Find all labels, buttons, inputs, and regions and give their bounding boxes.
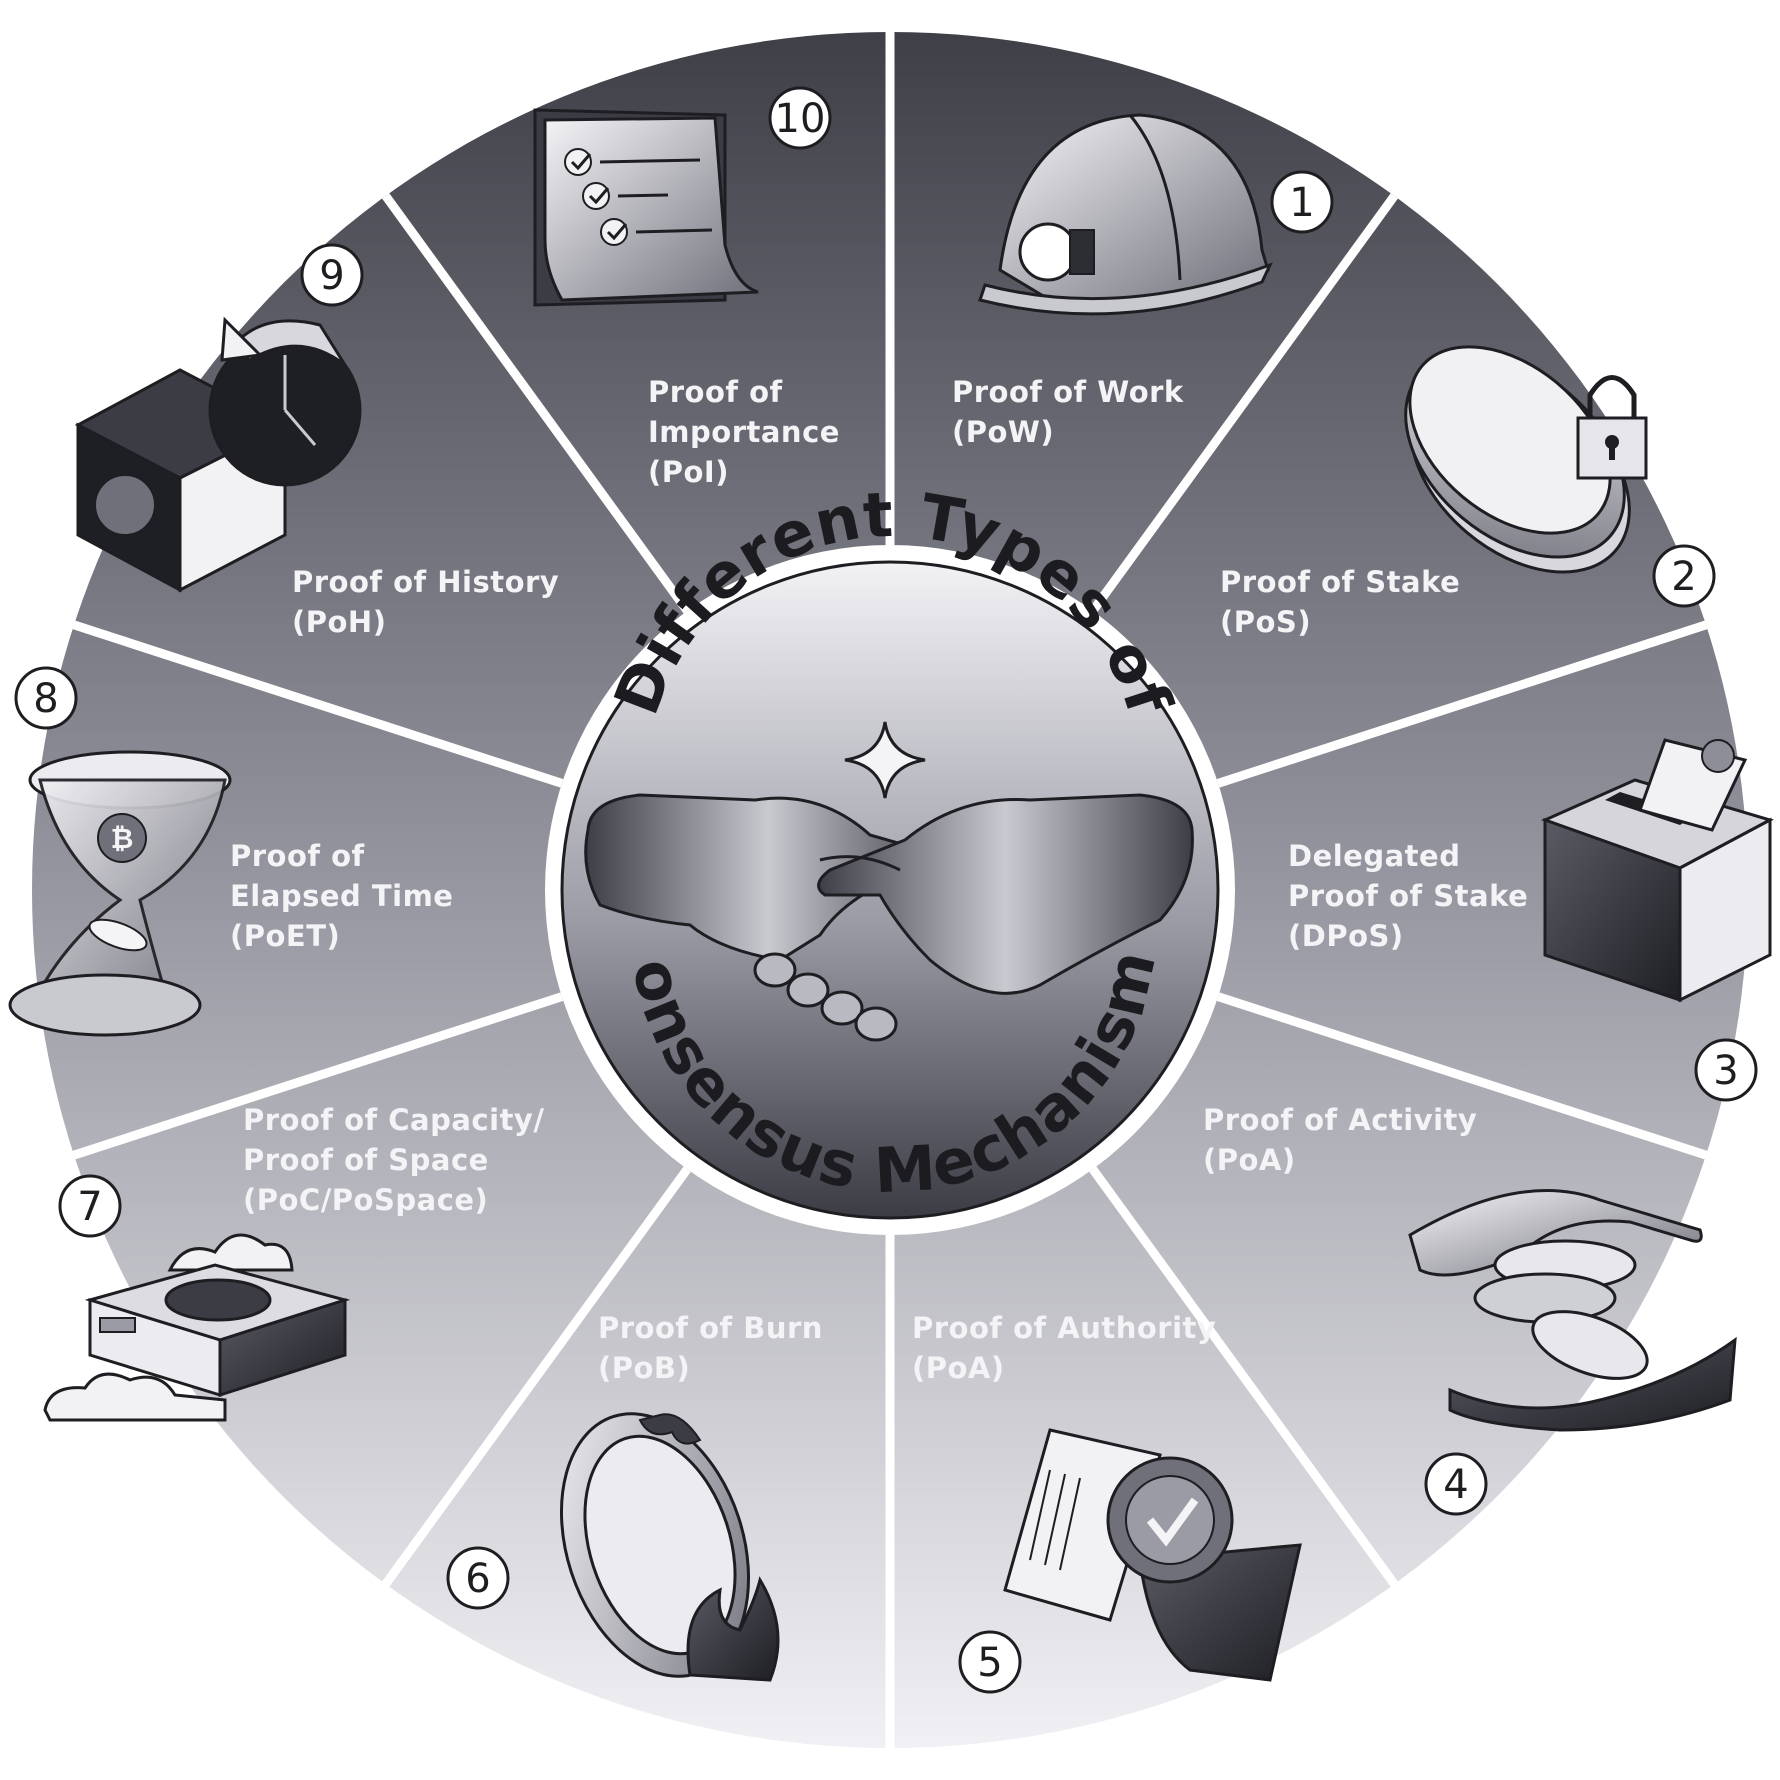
segment-icons: ₿ <box>8 108 1774 1682</box>
locked-coin-stack-icon <box>1404 345 1648 574</box>
segment-label-line: Proof of Burn <box>598 1311 823 1345</box>
segment-label: Proof of Authority (PoA) <box>912 1311 1216 1385</box>
segment-label-line: (PoA) <box>912 1351 1005 1385</box>
segment-divider <box>382 193 691 614</box>
number-badge: 3 <box>1694 1038 1758 1102</box>
miner-helmet-icon <box>978 113 1273 316</box>
segment-label-line: Proof of Authority <box>912 1311 1216 1345</box>
burning-coin-icon <box>559 1412 780 1682</box>
number-badge: 5 <box>958 1630 1022 1694</box>
segment-label-line: (PoC/PoSpace) <box>243 1183 488 1217</box>
number-badge-text: 2 <box>1671 554 1696 600</box>
certificate-badge-icon <box>1003 1428 1302 1682</box>
segment-label-line: Elapsed Time <box>230 879 453 913</box>
number-badge-circle <box>1652 544 1716 608</box>
segment-label: Proof of Capacity/Proof of Space (PoC/PoS… <box>243 1103 544 1217</box>
segment-dividers <box>72 32 1708 1748</box>
number-badges: 1 2 3 4 5 6 7 8 9 10 <box>14 86 1758 1694</box>
number-badge: 4 <box>1424 1452 1488 1516</box>
segment-label: Proof of Activity (PoA) <box>1203 1103 1477 1177</box>
number-badge-text: 5 <box>977 1640 1002 1686</box>
segment-label: Proof of Stake (PoS) <box>1220 565 1460 639</box>
segment-label-line: Proof of Capacity/ <box>243 1103 544 1137</box>
segment-label: Proof of Burn (PoB) <box>598 1311 823 1385</box>
segment-label-line: (PoA) <box>1203 1143 1296 1177</box>
number-badge-circle <box>14 666 78 730</box>
number-badge: 6 <box>446 1546 510 1610</box>
segment-label-line: (PoET) <box>230 919 340 953</box>
segment-label: Proof of Importance (PoI) <box>648 375 840 489</box>
segment-label-line: (PoH) <box>292 605 386 639</box>
number-badge-circle <box>446 1546 510 1610</box>
number-badge-text: 9 <box>319 253 344 299</box>
segment-label: Proof of History (PoH) <box>292 565 559 639</box>
segment-label-line: (DPoS) <box>1288 919 1404 953</box>
number-badge-text: 6 <box>465 1556 490 1602</box>
number-badge-circle <box>1270 170 1334 234</box>
segment-divider <box>72 992 564 1160</box>
cloud-storage-drive-icon <box>43 1233 351 1422</box>
segment-label-line: (PoW) <box>952 415 1054 449</box>
segment-divider <box>382 1166 691 1587</box>
number-badge-text: 10 <box>775 96 826 142</box>
number-badge: 2 <box>1652 544 1716 608</box>
number-badge-circle <box>768 86 832 150</box>
segment-divider <box>1089 1166 1398 1587</box>
segment-label-line: (PoB) <box>598 1351 690 1385</box>
handshake-icon <box>584 793 1194 1042</box>
segment-divider <box>1216 620 1708 788</box>
number-badge-text: 3 <box>1713 1048 1738 1094</box>
ballot-box-icon <box>1540 738 1774 1003</box>
number-badge: 9 <box>300 243 364 307</box>
sparkle-icon <box>844 721 926 799</box>
number-badge-text: 1 <box>1289 180 1314 226</box>
number-badge-circle <box>1694 1038 1758 1102</box>
segment-label-line: Proof of Work <box>952 375 1184 409</box>
checklist-document-icon <box>533 108 759 307</box>
hands-coins-icon <box>1408 1189 1737 1432</box>
segment-label-line: Proof of <box>648 375 783 409</box>
number-badge-circle <box>1424 1452 1488 1516</box>
number-badge-text: 7 <box>77 1184 102 1230</box>
segment-label: Proof of Elapsed Time (PoET) <box>230 839 453 953</box>
number-badge-circle <box>300 243 364 307</box>
number-badge-circle <box>958 1630 1022 1694</box>
segment-label-line: Proof of <box>230 839 365 873</box>
segment-divider <box>1089 193 1398 614</box>
svg-text:₿: ₿ <box>111 822 134 855</box>
number-badge: 7 <box>58 1174 122 1238</box>
segment-label-line: (PoI) <box>648 455 729 489</box>
segment-label-line: Proof of Stake <box>1220 565 1460 599</box>
number-badge: 8 <box>14 666 78 730</box>
number-badge: 10 <box>768 86 832 150</box>
segment-label-line: Proof of History <box>292 565 559 599</box>
segment-label-line: (PoS) <box>1220 605 1311 639</box>
segment-label-line: Proof of Space <box>243 1143 489 1177</box>
bitcoin-hourglass-icon: ₿ <box>8 750 232 1037</box>
number-badge: 1 <box>1270 170 1334 234</box>
segment-label-line: Proof of Stake <box>1288 879 1528 913</box>
segment-label-line: Proof of Activity <box>1203 1103 1477 1137</box>
segment-divider <box>72 620 564 788</box>
segment-divider <box>1216 992 1708 1160</box>
segment-label-line: Importance <box>648 415 840 449</box>
segment-label: Proof of Work (PoW) <box>952 375 1184 449</box>
number-badge-text: 8 <box>33 676 58 722</box>
clock-box-icon <box>74 316 362 593</box>
segment-label-line: Delegated <box>1288 839 1460 873</box>
number-badge-circle <box>58 1174 122 1238</box>
number-badge-text: 4 <box>1443 1462 1468 1508</box>
segment-labels: Proof of Work (PoW) Proof of Stake (PoS) Del… <box>230 375 1528 1385</box>
